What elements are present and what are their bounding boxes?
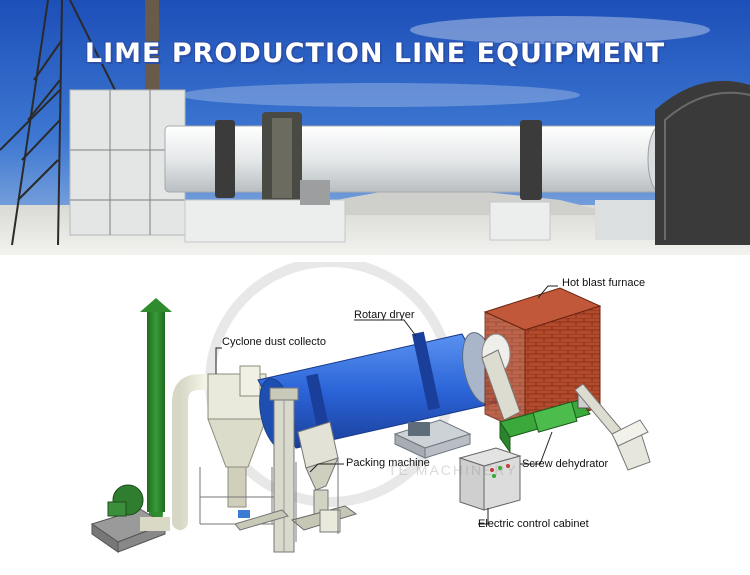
kiln-tyre [215,120,235,198]
kiln-pier [184,199,346,243]
hot-blast-furnace [481,287,602,433]
bucket-elevator [269,387,299,553]
discharge-conveyor [234,509,289,531]
rotary-kiln-body [164,125,661,193]
cloud [410,16,710,44]
drive-motor [300,180,330,205]
cloud [180,83,580,107]
steel-tower [0,0,121,246]
cooler-hood [655,80,750,245]
feed-chute [481,349,521,421]
dryer-base [393,419,472,459]
production-line-diagram: Cyclone dust collecto Rotary dryer Hot b… [0,257,750,571]
cooler-hood-rib [664,91,750,240]
label-rotary-dryer: Rotary dryer [354,309,415,321]
incline-conveyor [574,383,651,471]
electric-control-cabinet [458,447,522,511]
equipment-drawing [90,257,651,553]
exhaust-chimney [138,298,172,541]
kiln-photo-drawing [0,0,750,255]
leader-lines [215,285,558,525]
cooler-base [595,200,655,240]
banner-title: LIME PRODUCTION LINE EQUIPMENT [84,38,666,69]
chimney [145,0,159,95]
duct-pipe [172,374,238,530]
watermark-text: TE MACHINERY [388,462,518,478]
girth-gear-teeth [272,118,292,198]
kiln-pier [489,201,551,241]
cyclone-dust-collector [199,365,290,525]
kiln-tyre [520,120,542,200]
label-hot-blast-furnace: Hot blast furnace [562,277,646,289]
label-screw-dehydrator: Screw dehydrator [522,458,609,470]
label-packing-machine: Packing machine [346,457,430,469]
packing-machine [290,421,358,542]
label-cyclone-dust-collector: Cyclone dust collecto [222,336,326,348]
kiln-photo: LIME PRODUCTION LINE EQUIPMENT [0,0,750,255]
product-bag [238,510,250,518]
label-electric-control-cabinet: Electric control cabinet [478,518,589,530]
